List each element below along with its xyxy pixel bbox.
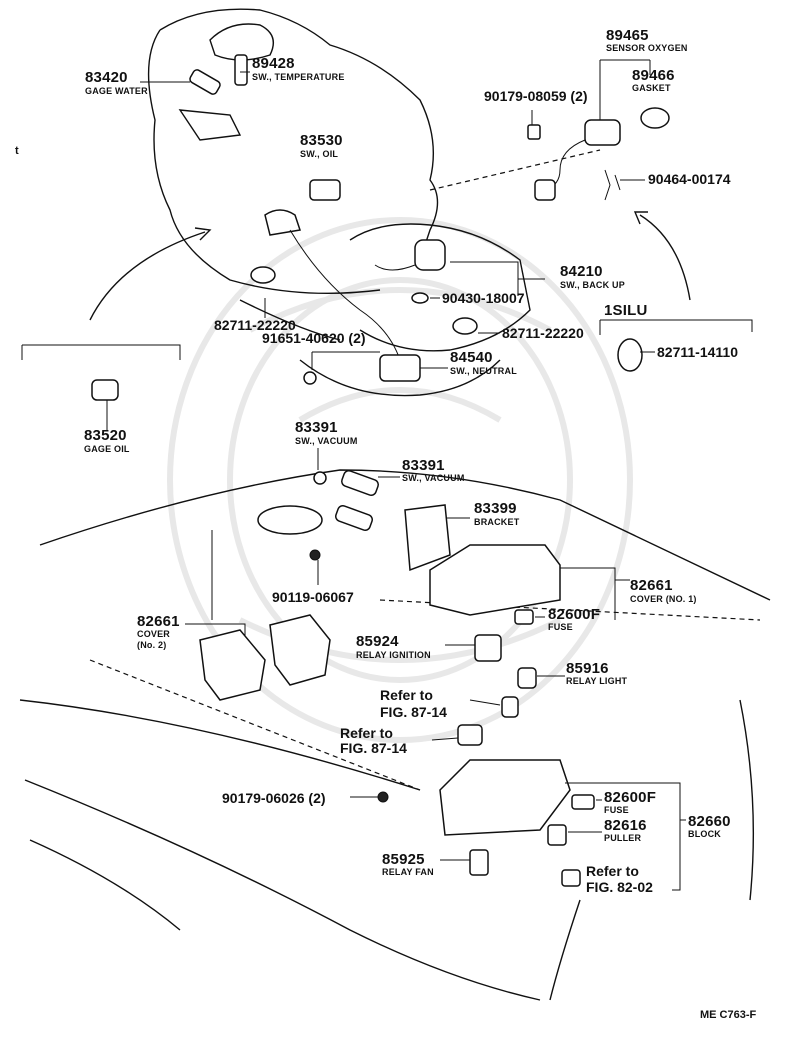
label-84210: 84210 bbox=[560, 263, 603, 280]
desc-89428: SW., TEMPERATURE bbox=[252, 72, 345, 82]
label-90179-06026: 90179-06026 (2) bbox=[222, 790, 326, 806]
label-82661-cover1: 82661 bbox=[630, 577, 673, 594]
label-82711-14110: 82711-14110 bbox=[657, 344, 738, 360]
margin-mark: t bbox=[15, 145, 19, 157]
refer-fig-87-14-a[interactable]: FIG. 87-14 bbox=[380, 704, 447, 720]
label-83391-top: 83391 bbox=[295, 419, 338, 436]
label-90179-08059: 90179-08059 (2) bbox=[484, 88, 588, 104]
label-91651-40620: 91651-40620 (2) bbox=[262, 330, 366, 346]
label-1silu: 1SILU bbox=[604, 302, 648, 319]
car-body-outline bbox=[19, 469, 771, 1001]
desc-82600f-top: FUSE bbox=[548, 622, 573, 632]
label-90430-18007: 90430-18007 bbox=[442, 290, 525, 306]
label-90119-06067: 90119-06067 bbox=[272, 589, 354, 605]
desc-82616: PULLER bbox=[604, 833, 642, 843]
label-82600f-top: 82600F bbox=[548, 606, 601, 623]
desc-82660: BLOCK bbox=[688, 829, 721, 839]
label-82711-22220-right: 82711-22220 bbox=[502, 325, 584, 341]
label-82661-cover2: 82661 bbox=[137, 613, 180, 630]
desc-84210: SW., BACK UP bbox=[560, 280, 625, 290]
desc-89466: GASKET bbox=[632, 83, 671, 93]
desc-83520: GAGE OIL bbox=[84, 444, 130, 454]
refer-fig-87-14-b[interactable]: FIG. 87-14 bbox=[340, 740, 407, 756]
desc-83399: BRACKET bbox=[474, 517, 520, 527]
desc-83391-right: SW., VACUUM bbox=[402, 473, 465, 483]
label-82711-22220-left: 82711-22220 bbox=[214, 317, 296, 333]
refer-to-text-1: Refer to bbox=[380, 687, 433, 703]
watermark-logo bbox=[167, 217, 633, 743]
engine-outline bbox=[147, 8, 601, 397]
parts-lower bbox=[199, 469, 595, 887]
desc-85925: RELAY FAN bbox=[382, 867, 434, 877]
label-83420: 83420 bbox=[85, 69, 128, 86]
label-85924: 85924 bbox=[356, 633, 399, 650]
refer-to-text-2: Refer to bbox=[340, 725, 393, 741]
desc-82661-cover2: COVER bbox=[137, 629, 171, 639]
label-84540: 84540 bbox=[450, 349, 493, 366]
desc-83530: SW., OIL bbox=[300, 149, 339, 159]
leader-lines bbox=[21, 59, 753, 891]
refer-to-text-3: Refer to bbox=[586, 863, 639, 879]
label-82600f-bottom: 82600F bbox=[604, 789, 657, 806]
label-83391-right: 83391 bbox=[402, 457, 445, 474]
label-83530: 83530 bbox=[300, 132, 343, 149]
label-89466: 89466 bbox=[632, 67, 675, 84]
label-85925: 85925 bbox=[382, 851, 425, 868]
label-89465: 89465 bbox=[606, 27, 649, 44]
desc-83391-top: SW., VACUUM bbox=[295, 436, 358, 446]
label-82660: 82660 bbox=[688, 813, 731, 830]
label-83399: 83399 bbox=[474, 500, 517, 517]
desc-83420: GAGE WATER bbox=[85, 86, 148, 96]
label-82616: 82616 bbox=[604, 817, 647, 834]
desc-82661-cover2-no: (No. 2) bbox=[137, 640, 167, 650]
desc-82600f-bottom: FUSE bbox=[604, 805, 629, 815]
refer-fig-82-02[interactable]: FIG. 82-02 bbox=[586, 879, 653, 895]
label-85916: 85916 bbox=[566, 660, 609, 677]
desc-85924: RELAY IGNITION bbox=[356, 650, 431, 660]
label-90464-00174: 90464-00174 bbox=[648, 171, 731, 187]
desc-89465: SENSOR OXYGEN bbox=[606, 43, 688, 53]
label-89428: 89428 bbox=[252, 55, 295, 72]
label-83520: 83520 bbox=[84, 427, 127, 444]
desc-85916: RELAY LIGHT bbox=[566, 676, 628, 686]
desc-84540: SW., NEUTRAL bbox=[450, 366, 517, 376]
parts-top bbox=[91, 54, 670, 401]
desc-82661-cover1: COVER (NO. 1) bbox=[630, 594, 697, 604]
diagram-code: ME C763-F bbox=[700, 1009, 757, 1021]
pointer-arrows bbox=[89, 211, 691, 321]
